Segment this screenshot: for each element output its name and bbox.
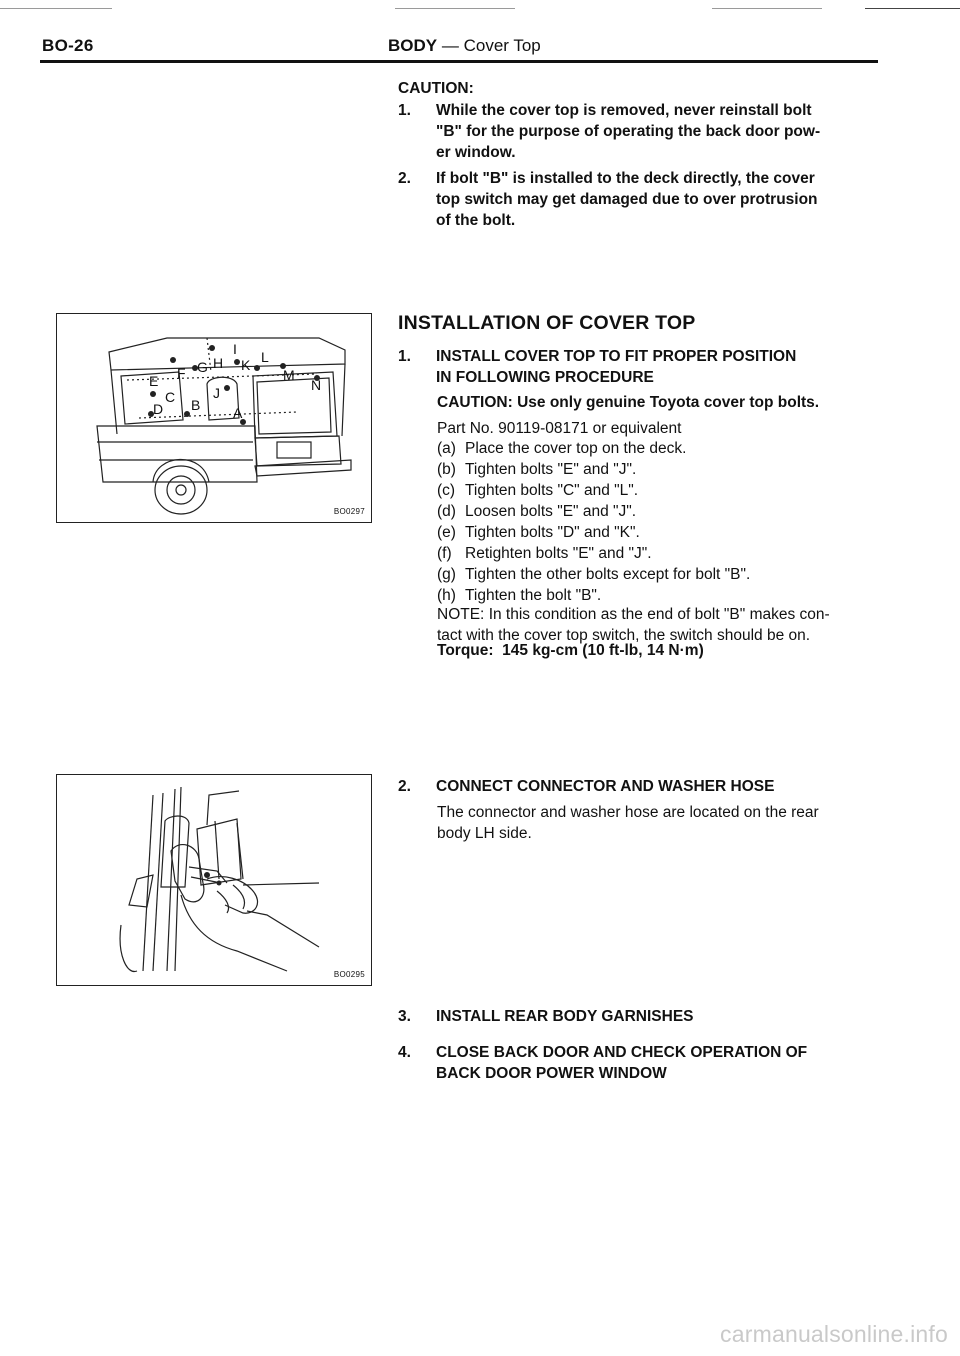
- caution-item-line: top switch may get damaged due to over p…: [436, 191, 818, 208]
- step-heading-line: BACK DOOR POWER WINDOW: [436, 1065, 667, 1082]
- bolt-label-d: D: [153, 401, 163, 417]
- body-line: The connector and washer hose are locate…: [437, 804, 819, 821]
- truck-rear-illustration: I E F G H K L M N C D B J A: [96, 337, 352, 515]
- caution-label: CAUTION:: [437, 394, 513, 411]
- header-dash: —: [441, 36, 459, 55]
- substep-text: Tighten bolts "E" and "J".: [465, 461, 637, 478]
- list-item: (a) Place the cover top on the deck.: [437, 438, 887, 459]
- substep-label: (e): [437, 524, 456, 541]
- substep-text: Tighten the other bolts except for bolt …: [465, 566, 751, 583]
- step-1-heading: 1. INSTALL COVER TOP TO FIT PROPER POSITI…: [398, 346, 878, 388]
- figure-code: BO0297: [333, 507, 365, 516]
- substep-text: Tighten the bolt "B".: [465, 587, 602, 604]
- bolt-label-g: G: [197, 359, 208, 375]
- installation-section-title: INSTALLATION OF COVER TOP: [398, 312, 696, 334]
- step-4-heading: 4. CLOSE BACK DOOR AND CHECK OPERATION OF…: [398, 1042, 878, 1084]
- substep-list: (a) Place the cover top on the deck. (b) T…: [437, 438, 887, 606]
- substep-text: Loosen bolts "E" and "J".: [465, 503, 637, 520]
- caution-item-line: "B" for the purpose of operating the bac…: [436, 123, 821, 140]
- list-item: (c) Tighten bolts "C" and "L".: [437, 480, 887, 501]
- step-title: CONNECT CONNECTOR AND WASHER HOSE: [436, 778, 775, 795]
- step-heading-line: CLOSE BACK DOOR AND CHECK OPERATION OF: [436, 1044, 808, 1061]
- bolt-label-c: C: [165, 389, 175, 405]
- note-block: NOTE: In this condition as the end of bo…: [437, 604, 887, 646]
- scan-artifact-line: [865, 8, 960, 9]
- list-item: (e) Tighten bolts "D" and "K".: [437, 522, 887, 543]
- step-2-body: The connector and washer hose are locate…: [437, 802, 887, 844]
- substep-label: (g): [437, 566, 456, 583]
- step-number: 2.: [398, 778, 411, 795]
- note-label: NOTE:: [437, 606, 485, 623]
- caution-item-line: While the cover top is removed, never re…: [436, 102, 812, 119]
- substep-text: Tighten bolts "C" and "L".: [465, 482, 639, 499]
- bolt-label-i: I: [233, 341, 237, 357]
- bolt-label-k: K: [241, 357, 251, 373]
- header-rule: [40, 60, 878, 63]
- subsection-name: Cover Top: [463, 36, 541, 55]
- substep-label: (c): [437, 482, 456, 499]
- part-number: Part No. 90119-08171 or equivalent: [437, 420, 682, 437]
- page-number: BO-26: [42, 36, 94, 55]
- substep-label: (a): [437, 440, 456, 457]
- scan-artifact-line: [395, 8, 515, 9]
- step-heading-line: IN FOLLOWING PROCEDURE: [436, 369, 654, 386]
- scan-artifact-line: [712, 8, 822, 9]
- substep-text: Tighten bolts "D" and "K".: [465, 524, 640, 541]
- list-item: (d) Loosen bolts "E" and "J".: [437, 501, 887, 522]
- step-2-heading: 2. CONNECT CONNECTOR AND WASHER HOSE: [398, 776, 774, 797]
- substep-text: Retighten bolts "E" and "J".: [465, 545, 652, 562]
- caution-text: Use only genuine Toyota cover top bolts.: [517, 394, 820, 411]
- step-number: 1.: [398, 348, 411, 365]
- torque-label: Torque:: [437, 642, 494, 659]
- cover-top-bolt-location-figure: I E F G H K L M N C D B J A BO0297: [56, 313, 372, 523]
- note-line: In this condition as the end of bolt "B"…: [488, 606, 830, 623]
- substep-label: (h): [437, 587, 456, 604]
- connector-illustration: [119, 786, 320, 972]
- caution-item-number: 2.: [398, 170, 411, 187]
- substep-label: (f): [437, 545, 452, 562]
- site-watermark: carmanualsonline.info: [720, 1321, 948, 1347]
- scan-artifact-line: [0, 8, 112, 9]
- list-item: (h) Tighten the bolt "B".: [437, 585, 887, 606]
- bolt-label-e: E: [149, 373, 158, 389]
- bolt-label-j: J: [213, 385, 220, 401]
- body-line: body LH side.: [437, 825, 532, 842]
- step-number: 3.: [398, 1008, 411, 1025]
- list-item: (b) Tighten bolts "E" and "J".: [437, 459, 887, 480]
- bolt-label-l: L: [261, 349, 269, 365]
- step-heading-line: INSTALL COVER TOP TO FIT PROPER POSITION: [436, 348, 797, 365]
- list-item: (g) Tighten the other bolts except for bo…: [437, 564, 887, 585]
- list-item: (f) Retighten bolts "E" and "J".: [437, 543, 887, 564]
- substep-text: Place the cover top on the deck.: [465, 440, 687, 457]
- section-name: BODY: [388, 36, 438, 55]
- figure-code: BO0295: [333, 970, 365, 979]
- step-title: INSTALL REAR BODY GARNISHES: [436, 1008, 694, 1025]
- step-1-caution: CAUTION: Use only genuine Toyota cover t…: [437, 392, 887, 413]
- caution-item-1: 1. While the cover top is removed, never …: [398, 100, 888, 163]
- caution-item-2: 2. If bolt "B" is installed to the deck d…: [398, 168, 888, 231]
- caution-title: CAUTION:: [398, 80, 474, 97]
- torque-spec: Torque: 145 kg-cm (10 ft-lb, 14 N·m): [437, 640, 704, 661]
- torque-value: 145 kg-cm (10 ft-lb, 14 N·m): [502, 642, 704, 659]
- bolt-label-m: M: [283, 367, 295, 383]
- bolt-label-h: H: [213, 355, 223, 371]
- bolt-label-n: N: [311, 377, 321, 393]
- step-3-heading: 3. INSTALL REAR BODY GARNISHES: [398, 1006, 694, 1027]
- caution-item-line: of the bolt.: [436, 212, 516, 229]
- bolt-label-f: F: [177, 365, 186, 381]
- caution-item-line: If bolt "B" is installed to the deck dir…: [436, 170, 815, 187]
- bolt-label-a: A: [233, 405, 243, 421]
- bolt-label-b: B: [191, 397, 200, 413]
- page-header-title: BODY — Cover Top: [388, 36, 541, 56]
- note-line: tact with the cover top switch, the swit…: [437, 627, 811, 644]
- connector-washer-hose-figure: BO0295: [56, 774, 372, 986]
- caution-item-number: 1.: [398, 102, 411, 119]
- step-number: 4.: [398, 1044, 411, 1061]
- substep-label: (b): [437, 461, 456, 478]
- substep-label: (d): [437, 503, 456, 520]
- caution-item-line: er window.: [436, 144, 516, 161]
